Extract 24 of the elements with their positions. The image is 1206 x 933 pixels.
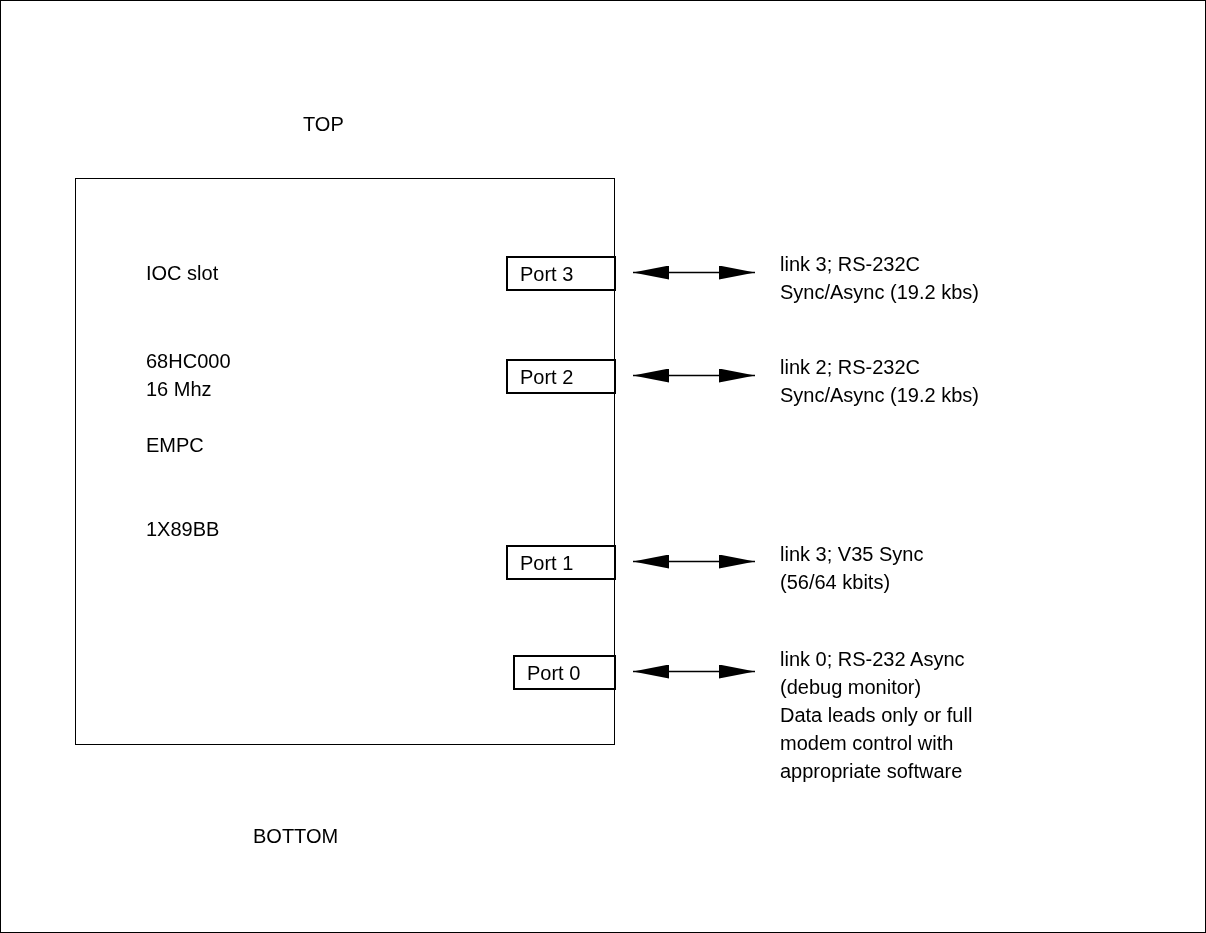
- double-arrow: [632, 265, 756, 280]
- link-text: link 3; RS-232C: [780, 252, 922, 277]
- link-text: (56/64 kbits): [780, 570, 892, 595]
- card-text: 1X89BB: [146, 517, 221, 542]
- link-text: link 0; RS-232 Async: [780, 647, 966, 672]
- port-box: Port 2: [506, 359, 616, 394]
- link-text: link 3; V35 Sync: [780, 542, 925, 567]
- double-arrow: [632, 368, 756, 383]
- side-label: BOTTOM: [253, 824, 339, 849]
- card-text: 68HC000 16 Mhz: [146, 349, 232, 402]
- card-outline: [75, 178, 615, 745]
- port-box: Port 0: [513, 655, 616, 690]
- double-arrow: [632, 554, 756, 569]
- card-text: IOC slot: [146, 261, 220, 286]
- side-label: TOP: [303, 112, 344, 137]
- port-box: Port 3: [506, 256, 616, 291]
- link-text: Data leads only or full modem control with appropriate software: [780, 703, 974, 784]
- link-text: link 2; RS-232C: [780, 355, 922, 380]
- link-text: Sync/Async (19.2 kbs): [780, 280, 980, 305]
- port-box: Port 1: [506, 545, 616, 580]
- card-text: EMPC: [146, 433, 205, 458]
- link-text: (debug monitor): [780, 675, 923, 700]
- link-text: Sync/Async (19.2 kbs): [780, 383, 980, 408]
- double-arrow: [632, 664, 756, 679]
